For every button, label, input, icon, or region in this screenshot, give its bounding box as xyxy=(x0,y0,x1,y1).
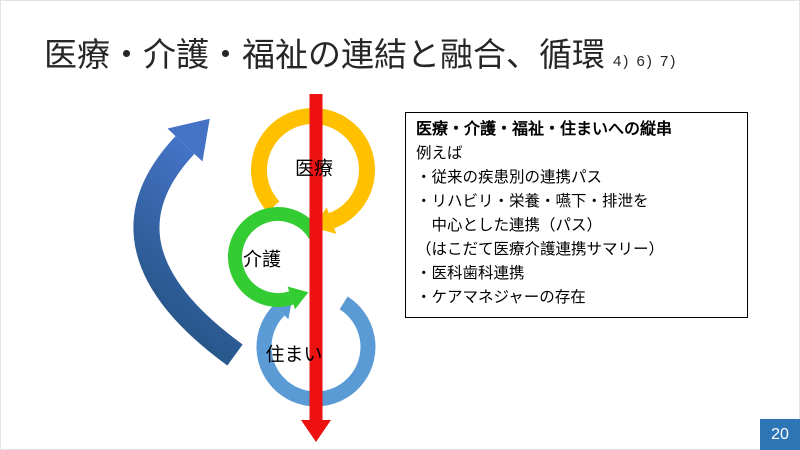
page-number-badge: 20 xyxy=(760,419,800,450)
annotation-box: 医療・介護・福祉・住まいへの縦串 例えば ・従来の疾患別の連携パス ・リハビリ・… xyxy=(405,112,748,318)
annotation-line: （はこだて医療介護連携サマリー） xyxy=(416,241,665,258)
annotation-line: ・ケアマネジャーの存在 xyxy=(416,289,586,306)
care-ring-arrowhead-icon xyxy=(287,286,309,310)
vertical-flow-arrow xyxy=(301,94,331,442)
annotation-line: ・従来の疾患別の連携パス xyxy=(416,169,603,186)
annotation-line: ・医科歯科連携 xyxy=(416,265,525,282)
ring-label-care: 介護 xyxy=(242,249,282,271)
medical-ring-arrow xyxy=(251,107,375,229)
annotation-line: ・リハビリ・栄養・嚥下・排泄を xyxy=(416,193,649,210)
title-references: 4) 6) 7) xyxy=(613,53,678,70)
care-ring-arrow xyxy=(227,207,322,307)
slide-title: 医療・介護・福祉の連結と融合、循環 4) 6) 7) xyxy=(44,28,677,76)
annotation-line: 中心とした連携（パス） xyxy=(416,217,603,234)
feedback-arrowhead-icon xyxy=(167,118,210,162)
annotation-line: 例えば xyxy=(416,145,463,162)
ring-label-housing: 住まい xyxy=(265,344,323,366)
feedback-arrow xyxy=(133,136,243,366)
ring-label-medical: 医療 xyxy=(294,158,334,180)
annotation-heading: 医療・介護・福祉・住まいへの縦串 xyxy=(416,121,673,138)
slide-title-text: 医療・介護・福祉の連結と融合、循環 xyxy=(44,36,605,73)
